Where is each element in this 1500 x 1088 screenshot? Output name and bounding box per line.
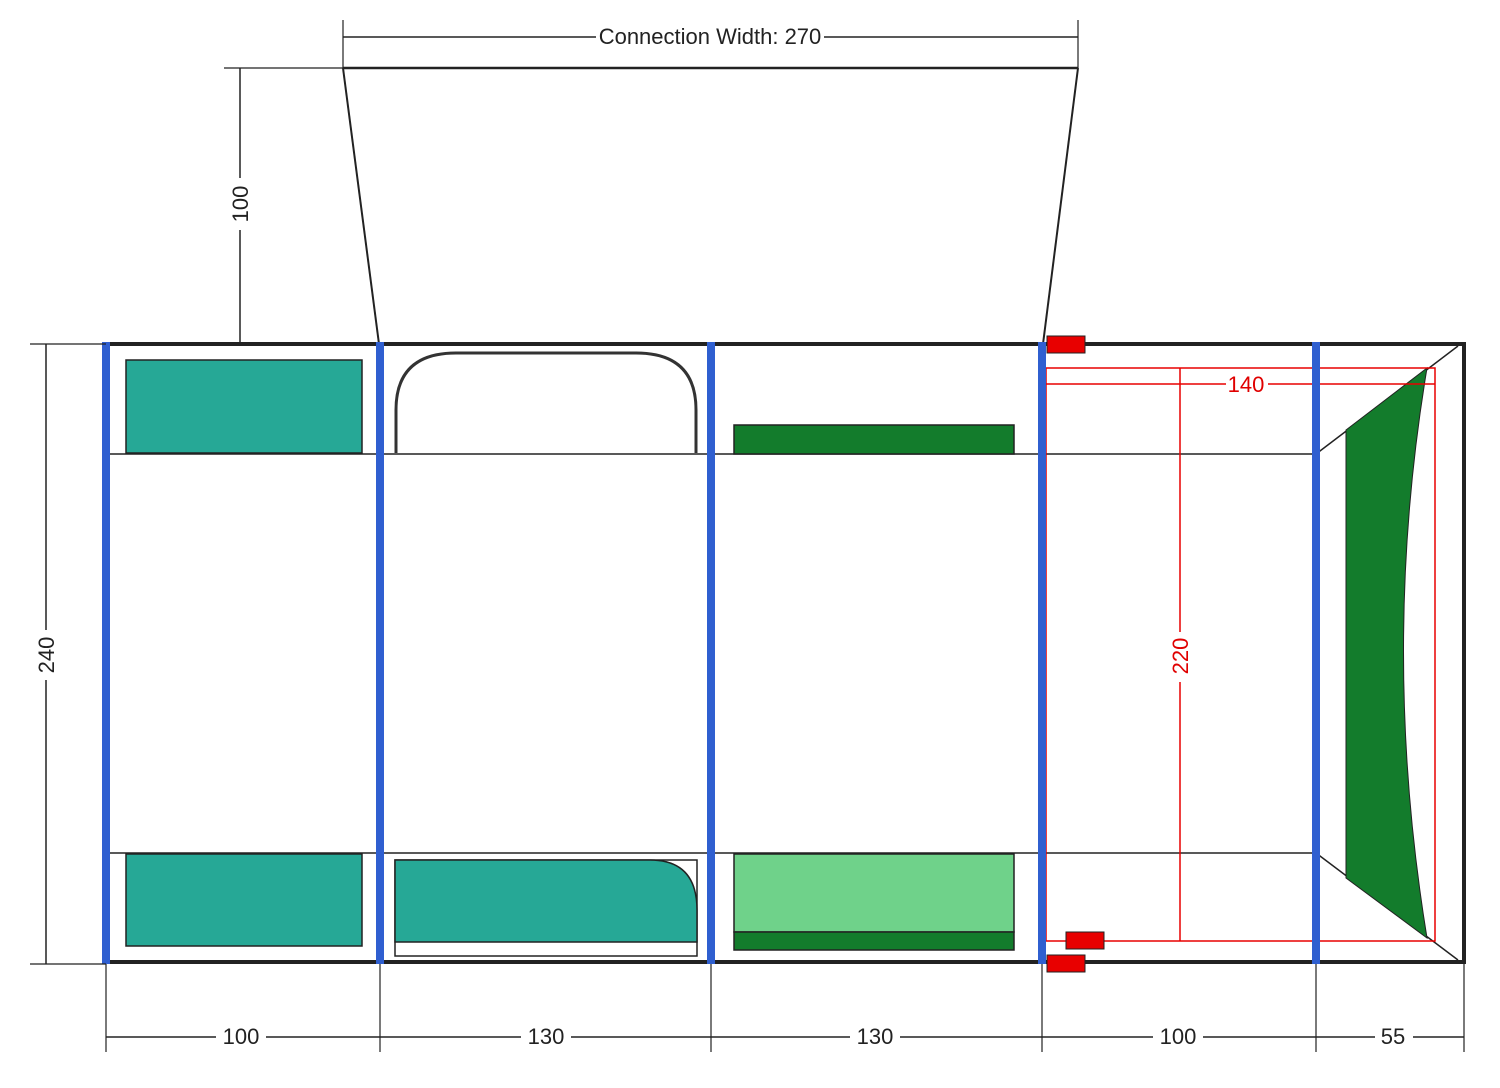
- light-green-bed-bottom: [733, 853, 1015, 933]
- connection-width-label: Connection Width: 270: [599, 24, 822, 49]
- red-marker-mid: [1065, 931, 1105, 950]
- bed-length-label: 220: [1168, 638, 1193, 675]
- rounded-table-top: [394, 351, 698, 453]
- bedroom-area: 140 220: [1045, 367, 1436, 942]
- section-4-label: 100: [1160, 1024, 1197, 1049]
- teal-sofa-bottom: [394, 859, 698, 943]
- connection-awning: [342, 66, 1079, 345]
- section-5-label: 55: [1381, 1024, 1405, 1049]
- red-marker-top: [1046, 335, 1086, 354]
- teal-cabinet-bottom-1: [125, 853, 363, 947]
- green-end-panel: [1345, 366, 1428, 940]
- section-3-label: 130: [857, 1024, 894, 1049]
- frame-poles: [102, 342, 1320, 964]
- connection-width-dimension: Connection Width: 270: [342, 20, 1079, 68]
- bed-width-label: 140: [1228, 372, 1265, 397]
- teal-cabinet-top-1: [125, 359, 363, 454]
- height-dimension: 240: [30, 343, 106, 965]
- dark-green-strip-bottom: [733, 931, 1015, 951]
- section-2-label: 130: [528, 1024, 565, 1049]
- section-1-label: 100: [223, 1024, 260, 1049]
- depth-dimension: 100: [224, 67, 343, 344]
- depth-label: 100: [228, 186, 253, 223]
- section-dimensions: 100 130 130 100 55: [105, 964, 1465, 1052]
- red-marker-bottom: [1046, 954, 1086, 973]
- height-label: 240: [34, 637, 59, 674]
- dark-green-shelf-top: [733, 424, 1015, 455]
